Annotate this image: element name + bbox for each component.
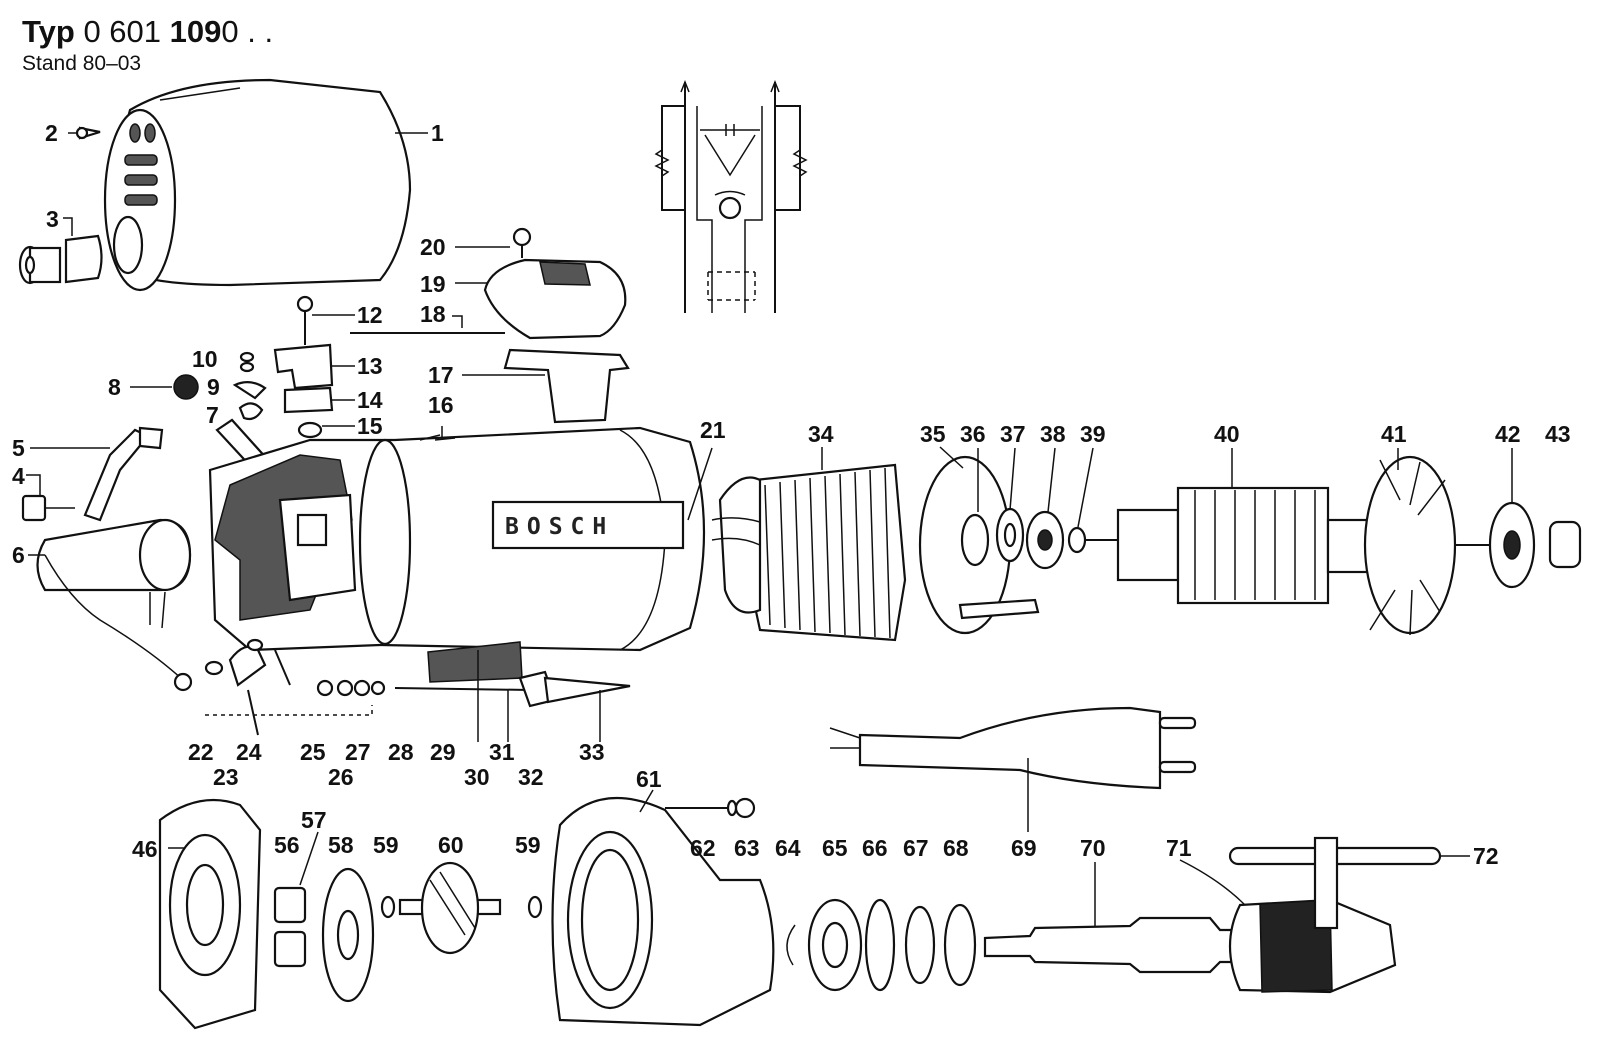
capacitor-part bbox=[21, 426, 193, 692]
part-label: 70 bbox=[1080, 835, 1106, 861]
part-label: 19 bbox=[420, 271, 446, 297]
part-label: 34 bbox=[808, 421, 834, 447]
part-label: 42 bbox=[1495, 421, 1521, 447]
stator-field-part bbox=[711, 447, 907, 642]
part-label: 38 bbox=[1040, 421, 1066, 447]
part-label: 63 bbox=[734, 835, 760, 861]
part-label: 32 bbox=[518, 764, 544, 790]
part-label: 64 bbox=[775, 835, 801, 861]
brand-nameplate-text: BOSCH bbox=[505, 514, 614, 540]
chuck-key-part bbox=[1228, 836, 1470, 930]
armature-rotor-part bbox=[1085, 448, 1380, 605]
cover-screw-part bbox=[68, 126, 101, 140]
part-label: 59 bbox=[515, 832, 541, 858]
part-label: 20 bbox=[420, 234, 446, 260]
spindle-bearing-parts bbox=[786, 898, 977, 992]
part-label: 22 bbox=[188, 739, 214, 765]
switch-rod-part bbox=[350, 315, 505, 334]
part-label: 16 bbox=[428, 392, 454, 418]
part-label: 17 bbox=[428, 362, 454, 388]
part-label: 60 bbox=[438, 832, 464, 858]
part-label: 29 bbox=[430, 739, 456, 765]
part-label: 14 bbox=[357, 387, 383, 413]
cable-bushing-part bbox=[18, 217, 103, 285]
armature-end-parts bbox=[918, 446, 1094, 635]
part-label: 36 bbox=[960, 421, 986, 447]
part-label: 21 bbox=[700, 417, 726, 443]
part-label: 37 bbox=[1000, 421, 1026, 447]
part-label: 39 bbox=[1080, 421, 1106, 447]
rear-bearing-parts bbox=[1488, 448, 1582, 589]
part-label: 6 bbox=[12, 542, 25, 568]
drill-chuck-part bbox=[1179, 859, 1397, 994]
part-label: 31 bbox=[489, 739, 515, 765]
part-label: 24 bbox=[236, 739, 262, 765]
gear-housing-part bbox=[551, 789, 775, 1027]
part-label: 33 bbox=[579, 739, 605, 765]
part-label: 30 bbox=[464, 764, 490, 790]
part-label: 12 bbox=[357, 302, 383, 328]
spindle-part bbox=[983, 862, 1252, 974]
part-label: 72 bbox=[1473, 843, 1499, 869]
type-prefix: Typ bbox=[22, 14, 75, 49]
gear-small-parts bbox=[273, 831, 543, 1003]
part-label: 66 bbox=[862, 835, 888, 861]
switch-cover-part bbox=[455, 227, 627, 340]
wiring-schematic bbox=[654, 79, 808, 313]
part-label: 23 bbox=[213, 764, 239, 790]
brand-plate-part: BOSCH bbox=[491, 447, 713, 550]
part-label: 13 bbox=[357, 353, 383, 379]
motor-housing-part bbox=[208, 426, 706, 683]
part-label: 35 bbox=[920, 421, 946, 447]
diagram-header: Typ 0 601 1090 . . Stand 80–03 bbox=[22, 14, 273, 76]
switch-hardware-parts bbox=[273, 295, 355, 439]
part-label: 25 bbox=[300, 739, 326, 765]
part-label: 2 bbox=[45, 120, 58, 146]
power-cord-part bbox=[829, 706, 1197, 832]
part-label: 69 bbox=[1011, 835, 1037, 861]
end-cover-part bbox=[103, 78, 428, 292]
revision-stand: Stand 80–03 bbox=[22, 52, 142, 75]
part-label: 18 bbox=[420, 301, 446, 327]
part-label: 65 bbox=[822, 835, 848, 861]
part-label: 26 bbox=[328, 764, 354, 790]
fan-part bbox=[1363, 448, 1490, 636]
part-label: 41 bbox=[1381, 421, 1407, 447]
part-label: 67 bbox=[903, 835, 929, 861]
part-label: 10 bbox=[192, 346, 218, 372]
part-label: 15 bbox=[357, 413, 383, 439]
gear-cover-part bbox=[158, 798, 262, 1030]
brush-holder-fasteners bbox=[204, 638, 631, 742]
part-label: 27 bbox=[345, 739, 371, 765]
part-number-labels: 1 2 3 4 5 6 7 8 9 10 12 13 14 15 16 17 1… bbox=[12, 120, 1571, 869]
type-part-3: 0 . . bbox=[221, 14, 274, 49]
switch-bracket-part bbox=[462, 348, 630, 424]
part-label: 68 bbox=[943, 835, 969, 861]
part-label: 58 bbox=[328, 832, 354, 858]
part-label: 9 bbox=[207, 374, 220, 400]
type-number: Typ 0 601 1090 . . bbox=[22, 14, 273, 50]
type-part-2: 109 bbox=[169, 14, 222, 49]
part-label: 46 bbox=[132, 836, 158, 862]
part-label: 62 bbox=[690, 835, 716, 861]
part-label: 59 bbox=[373, 832, 399, 858]
part-label: 5 bbox=[12, 435, 25, 461]
part-label: 1 bbox=[431, 120, 444, 146]
part-label: 7 bbox=[206, 402, 219, 428]
housing-screw-part bbox=[665, 797, 756, 819]
part-label: 40 bbox=[1214, 421, 1240, 447]
part-label: 43 bbox=[1545, 421, 1571, 447]
part-label: 71 bbox=[1166, 835, 1192, 861]
part-label: 8 bbox=[108, 374, 121, 400]
part-label: 4 bbox=[12, 463, 25, 489]
part-label: 28 bbox=[388, 739, 414, 765]
part-label: 56 bbox=[274, 832, 300, 858]
part-label: 57 bbox=[301, 807, 327, 833]
part-label: 61 bbox=[636, 766, 662, 792]
type-part-1: 0 601 bbox=[83, 14, 162, 49]
part-label: 3 bbox=[46, 206, 59, 232]
